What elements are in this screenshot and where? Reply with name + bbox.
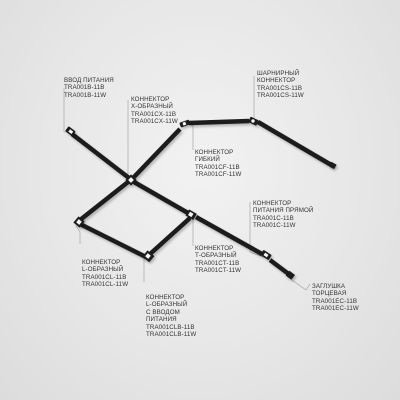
label-title: КОННЕКТОР xyxy=(82,259,121,266)
x-connector-cover xyxy=(128,177,134,183)
label-title: КОННЕКТОР xyxy=(195,245,234,252)
leader-straight-power-connector xyxy=(249,202,267,259)
label-code: TRA001C-11W xyxy=(253,222,296,230)
label-code: TRA001CT-11B xyxy=(195,259,240,267)
rail-t-to-lpower xyxy=(148,216,192,256)
label-code: TRA001CX-11W xyxy=(131,118,178,126)
label-title: L-ОБРАЗНЫЙ xyxy=(146,301,188,309)
label-code: TRA001C-11B xyxy=(253,214,294,222)
label-l-connector: КОННЕКТОР L-ОБРАЗНЫЙ TRA001CL-11B TRA001… xyxy=(82,259,128,289)
label-title: ТОРЦЕВАЯ xyxy=(312,290,347,298)
t-connector-cover xyxy=(188,211,194,218)
rail-x-to-t xyxy=(132,180,190,215)
label-title: КОННЕКТОР xyxy=(195,149,234,156)
label-code: TRA001CF-11W xyxy=(195,171,242,179)
power-input-cap xyxy=(68,129,74,135)
connectors xyxy=(65,116,337,280)
leader-lines xyxy=(63,76,311,291)
label-t-connector: КОННЕКТОР Т-ОБРАЗНЫЙ TRA001CT-11B TRA001… xyxy=(195,245,241,275)
label-title: КОННЕКТОР xyxy=(257,77,296,85)
label-code: TRA001EC-11W xyxy=(312,305,359,313)
leader-flexible-connector xyxy=(189,123,194,150)
rail-x-to-l xyxy=(78,180,130,222)
label-code: TRA001CS-11W xyxy=(257,92,304,100)
label-code: TRA001EC-11B xyxy=(312,297,358,305)
label-title: ВВОД ПИТАНИЯ xyxy=(64,77,114,84)
label-code: TRA001CL-11W xyxy=(82,281,129,289)
label-title: ЗАГЛУШКА xyxy=(312,283,346,290)
label-power-input: ВВОД ПИТАНИЯ TRA001B-11B TRA001B-11W xyxy=(64,77,114,99)
label-title: С ВВОДОМ xyxy=(146,308,180,316)
label-title: Т-ОБРАЗНЫЙ xyxy=(195,252,237,260)
leader-end-cap xyxy=(291,279,311,291)
end-cap-body xyxy=(285,270,295,280)
rail-end-cap-top xyxy=(328,161,337,170)
rail-flex-to-hinge xyxy=(188,118,250,126)
hinged-connector-pivot xyxy=(251,119,255,123)
leader-l-connector xyxy=(75,225,81,244)
label-end-cap: ЗАГЛУШКА ТОРЦЕВАЯ TRA001EC-11B TRA001EC-… xyxy=(312,283,359,313)
label-code: TRA001CLB-11B xyxy=(146,323,195,331)
label-code: TRA001B-11B xyxy=(64,84,105,92)
label-title: ПИТАНИЯ ПРЯМОЙ xyxy=(253,207,314,215)
label-code: TRA001CX-11B xyxy=(131,110,177,118)
label-flexible-connector: КОННЕКТОР ГИБКИЙ TRA001CF-11B TRA001CF-1… xyxy=(195,149,241,179)
l-connector-cover xyxy=(76,219,82,225)
rail-power-to-x xyxy=(70,132,131,180)
label-title: КОННЕКТОР xyxy=(253,200,292,207)
label-x-connector: КОННЕКТОР X-ОБРАЗНЫЙ TRA001CX-11B TRA001… xyxy=(131,96,178,126)
rail-t-to-straight xyxy=(194,215,264,256)
label-title: ШАРНИРНЫЙ xyxy=(257,70,300,77)
label-straight-power-connector: КОННЕКТОР ПИТАНИЯ ПРЯМОЙ TRA001C-11B TRA… xyxy=(253,200,313,230)
label-title: КОННЕКТОР xyxy=(146,294,185,301)
rail-l-to-lpower xyxy=(78,221,150,261)
straight-power-connector-cover xyxy=(263,252,269,258)
label-code: TRA001CF-11B xyxy=(195,163,240,171)
label-hinged-connector: ШАРНИРНЫЙ КОННЕКТОР TRA001CS-11B TRA001C… xyxy=(257,70,304,100)
label-code: TRA001CT-11W xyxy=(195,267,242,275)
rail-straight-to-endcap xyxy=(268,258,292,277)
label-l-power-connector: КОННЕКТОР L-ОБРАЗНЫЙ С ВВОДОМ ПИТАНИЯ TR… xyxy=(146,294,196,338)
label-title: X-ОБРАЗНЫЙ xyxy=(131,103,173,111)
label-title: ПИТАНИЯ xyxy=(146,316,177,324)
l-power-connector-cover xyxy=(145,253,151,259)
label-title: ГИБКИЙ xyxy=(195,156,220,164)
rail-x-to-flex xyxy=(131,127,182,180)
rail-hinge-to-end xyxy=(256,120,335,168)
label-title: L-ОБРАЗНЫЙ xyxy=(82,266,124,274)
label-code: TRA001B-11W xyxy=(64,91,107,99)
track-rails xyxy=(70,118,335,277)
label-code: TRA001CS-11B xyxy=(257,84,303,92)
label-code: TRA001CL-11B xyxy=(82,273,127,281)
flexible-connector-joint xyxy=(182,121,187,126)
label-code: TRA001CLB-11W xyxy=(146,331,197,339)
label-title: КОННЕКТОР xyxy=(131,96,170,103)
